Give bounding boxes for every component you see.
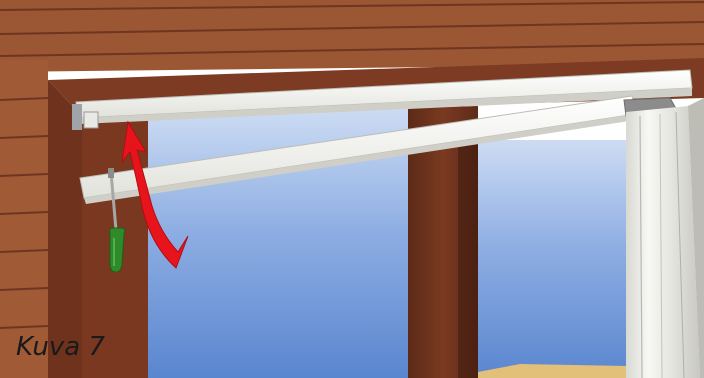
wall-left [0, 60, 48, 378]
wall-upper [0, 0, 704, 72]
vertical-profile [626, 98, 704, 378]
figure-caption: Kuva 7 [16, 334, 105, 360]
